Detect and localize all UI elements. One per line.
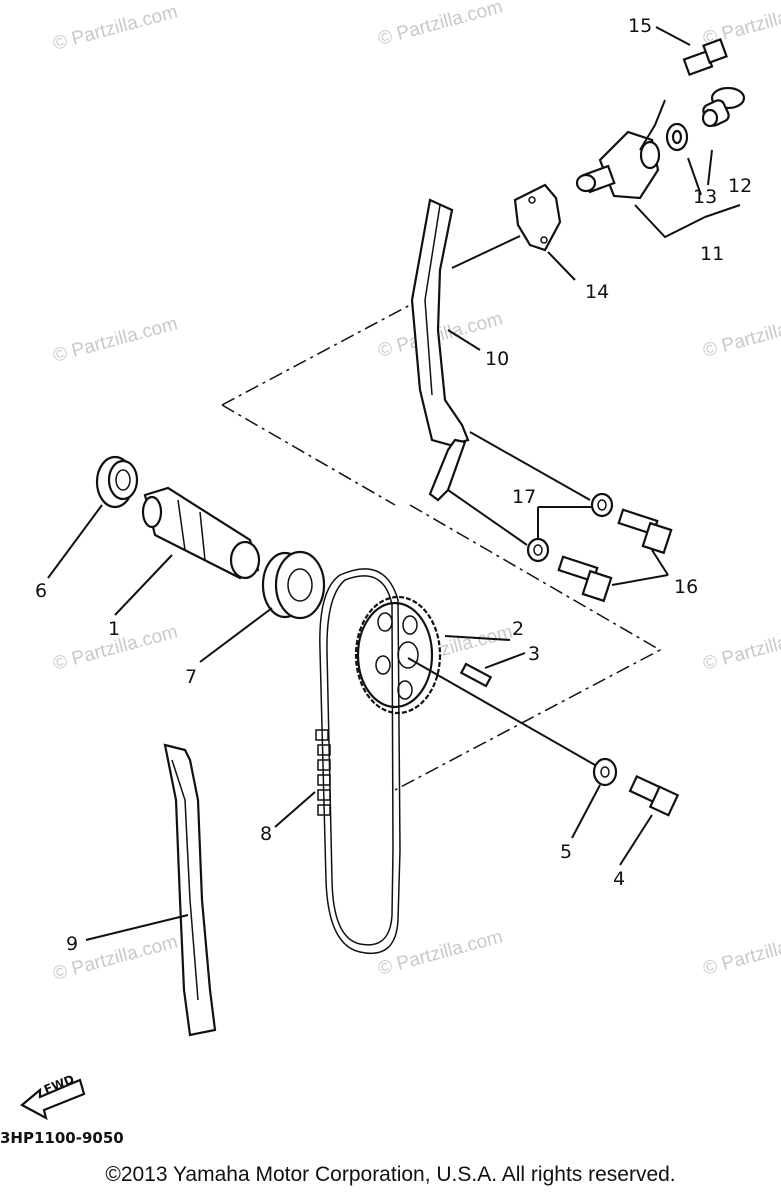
leader-lines xyxy=(47,26,741,941)
callout-12: 12 xyxy=(728,175,752,197)
callout-1: 1 xyxy=(108,618,120,640)
sprocket-bolt xyxy=(628,774,680,817)
camshaft xyxy=(141,486,261,580)
cam-chain xyxy=(315,568,401,954)
tensioner-plug xyxy=(701,86,746,128)
watermark: © Partzilla.com xyxy=(701,926,781,979)
watermark: © Partzilla.com xyxy=(376,0,505,50)
callout-6: 6 xyxy=(35,580,47,602)
callout-17: 17 xyxy=(512,486,536,508)
camshaft-bearing-right xyxy=(261,550,326,620)
watermark: © Partzilla.com xyxy=(51,313,180,366)
forward-arrow-icon: FWD xyxy=(20,1072,86,1121)
guide-bolts xyxy=(557,508,673,603)
callout-15: 15 xyxy=(628,15,652,37)
callout-2: 2 xyxy=(512,618,524,640)
callout-8: 8 xyxy=(260,823,272,845)
tensioner-cap-bolt xyxy=(682,38,728,77)
callout-5: 5 xyxy=(560,841,572,863)
sprocket-washer xyxy=(592,757,618,787)
camshaft-bearing-left xyxy=(95,455,139,509)
callout-9: 9 xyxy=(66,933,78,955)
sprocket-pin xyxy=(459,662,493,688)
watermark: © Partzilla.com xyxy=(701,308,781,361)
tensioner-gasket xyxy=(513,183,562,252)
chain-guide-exhaust xyxy=(410,198,470,502)
callout-3: 3 xyxy=(528,643,540,665)
copyright-notice: ©2013 Yamaha Motor Corporation, U.S.A. A… xyxy=(105,1163,676,1186)
watermark: © Partzilla.com xyxy=(701,621,781,674)
chain-guide-intake xyxy=(163,743,217,1037)
callout-14: 14 xyxy=(585,281,609,303)
callout-numbers: 1 2 3 4 5 6 7 8 9 10 11 12 13 14 15 16 1… xyxy=(35,15,752,955)
callout-11: 11 xyxy=(700,243,724,265)
callout-13: 13 xyxy=(693,186,717,208)
callout-7: 7 xyxy=(185,666,197,688)
watermark: © Partzilla.com xyxy=(51,1,180,54)
tensioner-washer xyxy=(665,122,689,152)
guide-washers xyxy=(526,492,614,563)
callout-10: 10 xyxy=(485,348,509,370)
callout-16: 16 xyxy=(674,576,698,598)
assembly-outline xyxy=(221,304,662,791)
cam-chain-tensioner xyxy=(575,130,661,200)
diagram-code: 3HP1100-9050 xyxy=(0,1129,124,1147)
callout-4: 4 xyxy=(613,868,625,890)
